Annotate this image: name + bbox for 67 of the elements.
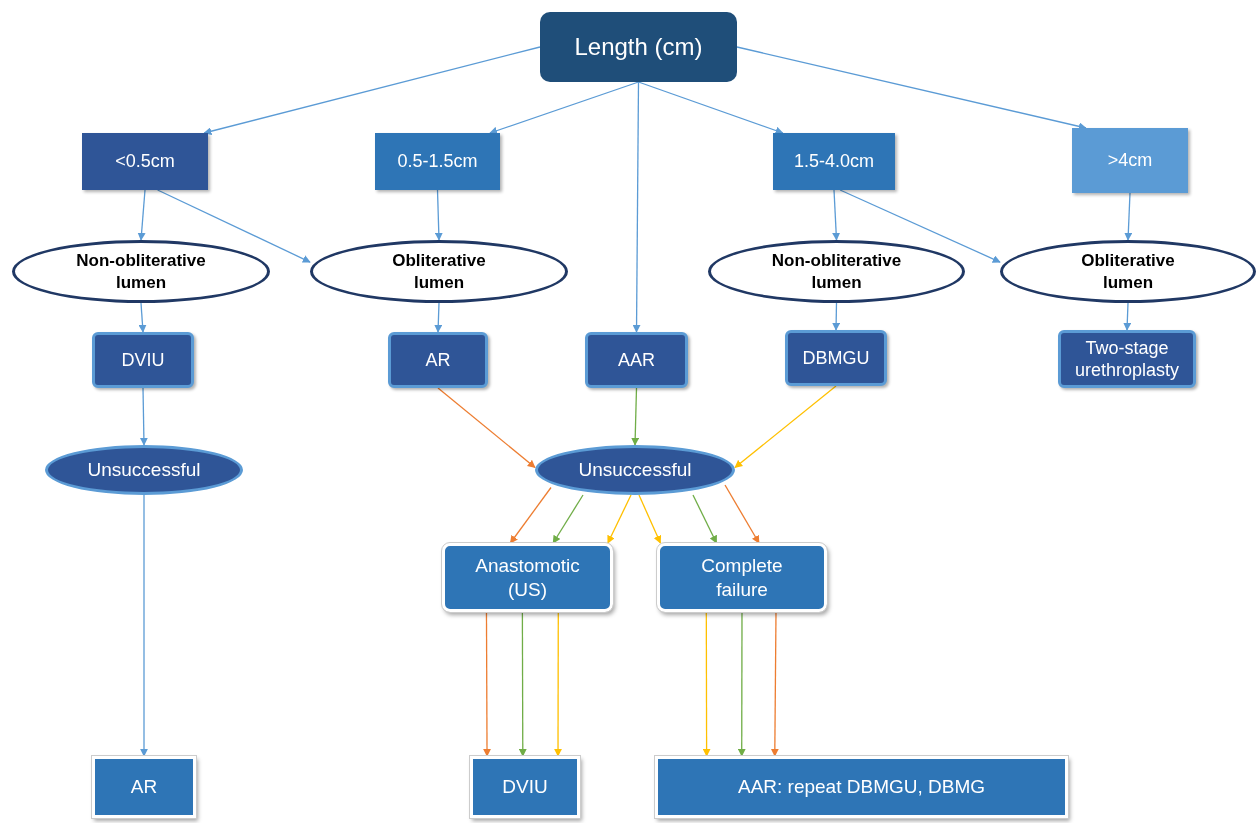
arrow [554, 611, 562, 757]
length-box [375, 133, 500, 190]
node-label: 0.5-1.5cm [397, 150, 478, 173]
treatment-box [1058, 330, 1196, 388]
outcome-box [657, 543, 827, 612]
arrow [692, 494, 718, 544]
arrow [832, 302, 841, 331]
arrow [832, 189, 841, 241]
node-label: Anastomotic (US) [474, 553, 581, 602]
node-label: DVIU [121, 348, 165, 372]
arrow [483, 611, 491, 757]
node-label: AR [425, 348, 451, 372]
arrow [434, 302, 443, 333]
result-box [92, 756, 196, 818]
arrow [839, 189, 1001, 263]
node-label: DVIU [502, 775, 548, 799]
arrow [434, 189, 443, 241]
node-label: Obliterative lumen [1080, 250, 1176, 293]
node-label: Obliterative lumen [391, 250, 487, 293]
node-label: Unsuccessful [578, 458, 692, 482]
node-label: DBMGU [802, 346, 870, 370]
node-label: Non-obliterative lumen [75, 250, 207, 293]
heading-box [540, 12, 737, 82]
treatment-box [585, 332, 688, 388]
node-label: Unsuccessful [87, 458, 201, 482]
arrow [140, 494, 148, 757]
arrow [1124, 192, 1133, 241]
arrow [1123, 302, 1132, 331]
arrow [139, 387, 148, 446]
arrow [437, 387, 536, 469]
length-box [773, 133, 895, 190]
length-box [1072, 128, 1188, 193]
arrow [203, 46, 541, 136]
arrow [489, 81, 640, 135]
treatment-box [388, 332, 488, 388]
arrow [138, 302, 147, 333]
arrow [607, 494, 632, 544]
node-label: 1.5-4.0cm [793, 150, 874, 173]
arrow [518, 611, 527, 757]
treatment-box [785, 330, 887, 386]
node-label: <0.5cm [115, 150, 175, 173]
arrow [737, 611, 746, 757]
arrow [509, 486, 552, 544]
node-label: AAR [618, 348, 655, 372]
arrow [734, 385, 837, 469]
node-label: >4cm [1107, 149, 1153, 172]
result-box [655, 756, 1068, 818]
arrow [637, 81, 784, 135]
length-box [82, 133, 208, 190]
node-label: Two-stage urethroplasty [1073, 336, 1181, 382]
arrow [137, 189, 146, 241]
arrow [770, 611, 779, 757]
arrow [638, 494, 662, 544]
arrow [736, 46, 1087, 131]
node-label: AAR: repeat DBMGU, DBMG [737, 775, 986, 799]
node-label: Non-obliterative lumen [771, 250, 902, 293]
node-label: Complete failure [700, 553, 784, 602]
node-label: AR [130, 775, 158, 799]
result-box [470, 756, 580, 818]
arrow [702, 611, 711, 757]
treatment-box [92, 332, 194, 388]
arrow [156, 189, 311, 263]
outcome-box [442, 543, 613, 612]
arrow [631, 387, 640, 446]
arrow [552, 494, 584, 544]
arrow [632, 81, 641, 333]
node-label: Length (cm) [574, 32, 703, 62]
